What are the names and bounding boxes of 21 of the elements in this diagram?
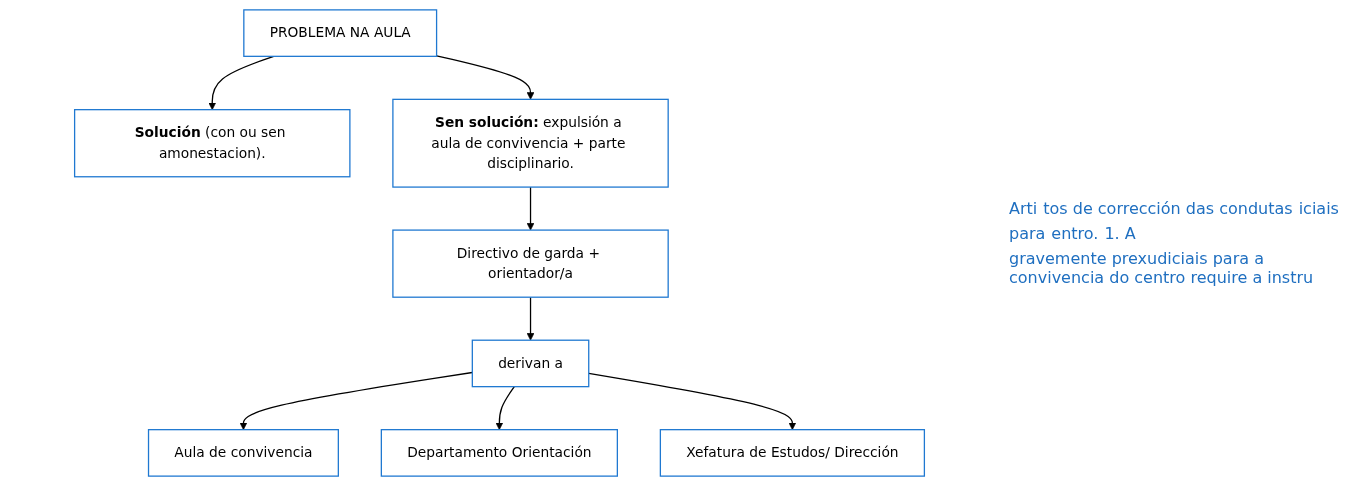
arrow — [435, 55, 535, 100]
document-text: gravemente prexudiciais para a convivencia do centro require a instru — [1009, 249, 1315, 287]
node-box: PROBLEMA NA AULA — [243, 9, 438, 57]
arrow — [588, 372, 797, 430]
document-text: Arti — [1009, 199, 1038, 218]
document-text: iciais — [1298, 199, 1339, 218]
node-box: Solución (con ou sen amonestacion). — [73, 109, 351, 178]
node-box: Aula de convivencia — [147, 429, 339, 477]
document-text: entro. — [1051, 224, 1099, 243]
node-box: Departamento Orientación — [380, 429, 618, 477]
document-text: 1. A — [1104, 224, 1136, 243]
arrow — [495, 386, 515, 430]
node-box: Directivo de garda + orientador/a — [392, 229, 669, 298]
arrow — [239, 371, 473, 430]
arrow — [526, 186, 535, 231]
node-box: Sen solución: expulsión a aula de convivencia + parte disciplinario. — [392, 98, 669, 188]
document-text: tos de corrección das condutas — [1043, 199, 1293, 218]
arrow — [526, 296, 535, 341]
node-box: Xefatura de Estudos/ Dirección — [659, 429, 926, 477]
document-text: para — [1009, 224, 1046, 243]
node-box: derivan a — [471, 339, 590, 388]
